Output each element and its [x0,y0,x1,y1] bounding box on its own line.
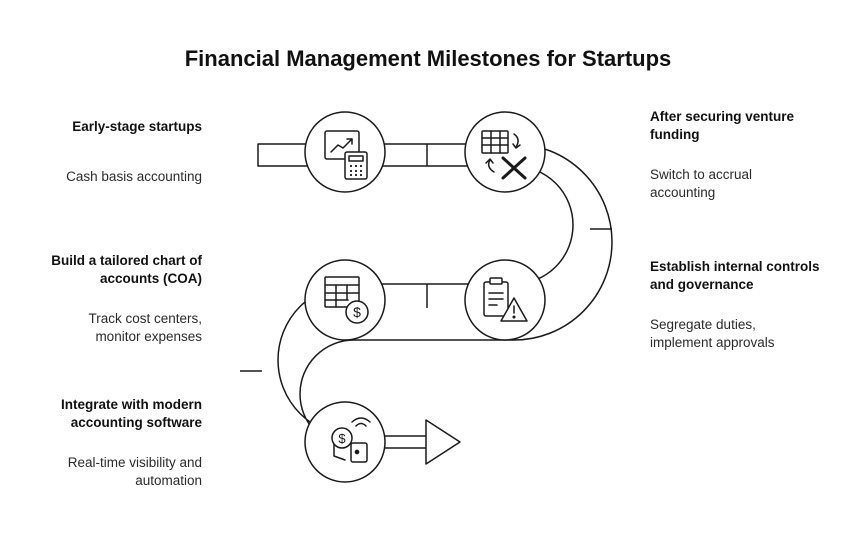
clipboard-warning-icon [483,277,528,322]
milestone-3-description: Segregate duties, implement approvals [650,317,775,350]
ledger-dollar-icon: $ [324,276,369,324]
path-band-outline [257,143,613,465]
milestone-1-heading: Early-stage startups [72,119,202,134]
milestone-circle-3 [464,259,546,341]
milestone-circle-2 [464,111,546,193]
milestone-5-description: Real-time visibility and automation [67,455,202,488]
milestone-1-text: Early-stage startups Cash basis accounti… [2,118,202,186]
milestone-2-heading: After securing venture funding [650,109,795,142]
chart-calculator-icon [324,130,368,180]
digital-payment-icon: $ [331,417,371,463]
milestone-4-text: Build a tailored chart of accounts (COA)… [22,252,202,346]
table-convert-icon [481,130,527,180]
milestone-3-text: Establish internal controls and governan… [650,258,840,352]
milestone-2-description: Switch to accrual accounting [650,167,753,200]
milestone-5-text: Integrate with modern accounting softwar… [22,396,202,490]
milestone-1-description: Cash basis accounting [66,169,202,184]
page-title: Financial Management Milestones for Star… [184,46,672,71]
milestone-5-heading: Integrate with modern accounting softwar… [60,397,202,430]
milestone-2-text: After securing venture funding Switch to… [650,108,820,202]
milestone-4-description: Track cost centers, monitor expenses [88,311,202,344]
svg-text:$: $ [353,304,361,320]
milestone-4-heading: Build a tailored chart of accounts (COA) [51,253,202,286]
svg-text:$: $ [338,431,346,446]
milestone-3-heading: Establish internal controls and governan… [650,259,820,292]
